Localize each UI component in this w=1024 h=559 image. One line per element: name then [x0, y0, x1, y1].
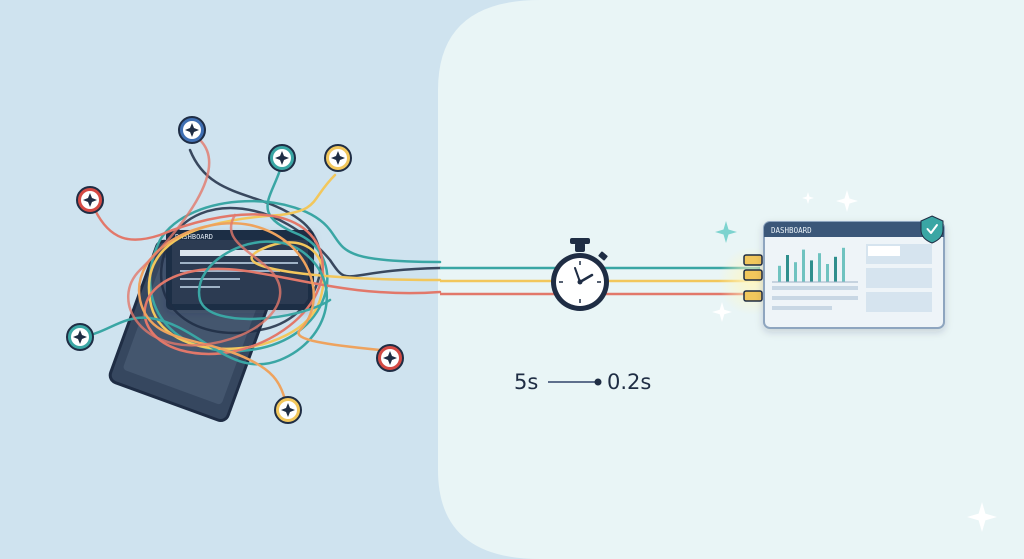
chart-bar — [778, 265, 781, 282]
chart-bar — [786, 255, 789, 282]
chart-bar — [810, 260, 813, 282]
connector-plug-icon — [268, 144, 296, 172]
shield-check-icon — [920, 215, 944, 244]
sparkle-icon — [836, 190, 858, 212]
speed-before-label: 5s — [514, 370, 539, 394]
connector-plug-icon — [274, 396, 302, 424]
speed-arrow-head — [594, 378, 602, 386]
chart-bar — [826, 264, 829, 282]
chart-bar — [834, 256, 837, 282]
speed-after-label: 0.2s — [607, 370, 652, 394]
legacy-dashboard-label: DASHBOARD — [175, 233, 213, 241]
mini-bar-chart — [772, 247, 858, 283]
sparkle-icon — [715, 221, 737, 243]
chart-bar — [802, 249, 805, 282]
modern-dashboard-label: DASHBOARD — [771, 226, 812, 235]
connector-plug-icon — [66, 323, 94, 351]
sparkle-icon — [802, 192, 814, 204]
connector-plug-icon — [376, 344, 404, 372]
tangled-cables — [88, 138, 442, 402]
stopwatch-icon — [551, 238, 609, 311]
chart-bar — [842, 247, 845, 282]
connector-plug-icon — [178, 116, 206, 144]
modern-dashboard: DASHBOARD — [743, 221, 945, 329]
connector-plug-icon — [324, 144, 352, 172]
chart-bar — [794, 262, 797, 282]
chart-bar — [818, 253, 821, 282]
sparkle-icon — [712, 302, 732, 322]
connector-plug-icon — [76, 186, 104, 214]
sparkle-icon — [967, 502, 997, 532]
